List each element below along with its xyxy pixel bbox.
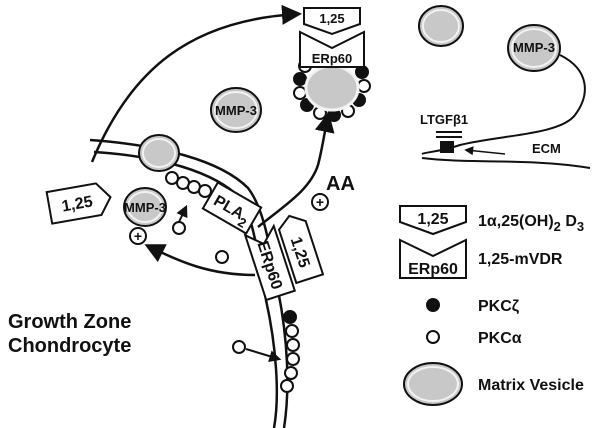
plus-aa: + (311, 193, 329, 211)
ltgf-block (440, 141, 454, 153)
matrix-vesicle-mmp3-small: MMP-3 (123, 187, 167, 227)
matrix-vesicle-membrane (138, 134, 180, 172)
legend-pkc-zeta: PKCζ (426, 298, 520, 315)
svg-text:+: + (134, 228, 142, 244)
legend-receptor: ERp60 1,25-mVDR (399, 238, 563, 279)
matrix-vesicle-mmp3-ecm: MMP-3 (507, 24, 561, 72)
receptor-label: ERp60 (312, 51, 352, 66)
matrix-vesicle-top-right (418, 5, 464, 47)
legend-matrix-vesicle: Matrix Vesicle (403, 362, 584, 406)
legend-pkc-alpha: PKCα (426, 330, 522, 347)
membrane-bound-ligand: 1,25 (277, 214, 325, 285)
legend-receptor-icon-label: ERp60 (408, 261, 458, 278)
legend-mv-text: Matrix Vesicle (478, 377, 584, 394)
cell-label-line1: Growth Zone (8, 311, 131, 333)
legend-mvdr-text: 1,25-mVDR (478, 251, 563, 268)
open-circle-icon (426, 330, 440, 344)
plus-mmp: + (129, 227, 147, 245)
pkc-ring (293, 59, 371, 122)
legend-ligand: 1,25 1α,25(OH)2 D3 (399, 205, 584, 236)
vesicle-fill (304, 64, 360, 112)
matrix-vesicle-icon (403, 362, 463, 406)
ligand-label: 1,25 (319, 11, 344, 26)
pkc-membrane-upper (165, 171, 212, 198)
mmp3-label-ecm: MMP-3 (513, 40, 555, 55)
mmp3-label: MMP-3 (215, 103, 257, 118)
arrow-aa-to-erp60 (257, 112, 335, 228)
legend-pkcz-text: PKCζ (478, 298, 520, 315)
aa-label: AA (326, 173, 355, 195)
pla2-enzyme: PLA 2 (201, 181, 263, 235)
arrow-to-mmp3-release (144, 244, 256, 277)
cell-label-line2: Chondrocyte (8, 335, 131, 357)
membrane-erp60: ERp60 (243, 223, 297, 302)
ecm-fibre: ECM (421, 54, 591, 169)
filled-circle-icon (426, 298, 440, 312)
free-ligand: 1,25 (45, 182, 112, 225)
pkc-membrane-lower (280, 310, 300, 393)
ltgfb1-complex: LTGFβ1 (420, 112, 468, 153)
ltgfb1-label: LTGFβ1 (420, 112, 468, 127)
ecm-label: ECM (532, 141, 561, 156)
legend: 1,25 1α,25(OH)2 D3 ERp60 1,25-mVDR PKCζ … (399, 205, 584, 406)
pkc-cytosolic (172, 204, 282, 362)
ligand-pentagon (303, 7, 361, 36)
svg-text:+: + (316, 194, 324, 210)
mmp3-label-small: MMP-3 (124, 200, 166, 215)
matrix-vesicle-mmp3-center: MMP-3 (210, 87, 262, 133)
arrow-to-nucleus (90, 4, 302, 163)
legend-ligand-icon-label: 1,25 (417, 211, 448, 228)
nuclear-erp60-complex: ERp60 1,25 (293, 7, 371, 122)
legend-d3-text: 1α,25(OH)2 D3 (478, 213, 584, 234)
receptor-chevron (299, 30, 365, 68)
legend-pkca-text: PKCα (478, 330, 522, 347)
free-ligand-label: 1,25 (60, 193, 94, 215)
